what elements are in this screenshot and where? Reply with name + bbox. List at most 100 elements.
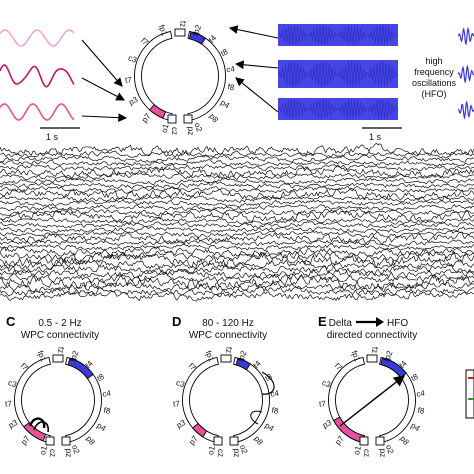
eeg-trace-17 (0, 217, 474, 225)
electrode-label-p7: p7 (333, 434, 346, 447)
electrode-label-p3: p3 (127, 95, 140, 107)
electrode-label-fz: fz (224, 347, 233, 353)
electrode-block-cz (167, 114, 177, 124)
electrode-label-p7: p7 (19, 434, 32, 447)
electrode-label-c4: c4 (270, 389, 280, 399)
panel-letter-d: D (172, 314, 181, 329)
electrode-label-o2: o2 (70, 444, 81, 456)
ring-highlight-left-1 (332, 416, 365, 444)
top-arrows (81, 25, 279, 123)
electrode-label-o1: o1 (38, 444, 49, 455)
eeg-trace-15 (0, 208, 474, 217)
electrode-block-fz (220, 354, 232, 363)
electrode-label-p8: p8 (84, 434, 97, 447)
pointer-arrow-1 (81, 39, 123, 87)
electrode-block-pz (229, 436, 239, 446)
hfo-right-waves (457, 26, 474, 120)
panel-d-title-2: WPC connectivity (189, 330, 267, 341)
electrode-label-cz: cz (216, 449, 225, 457)
electrode-label-p4: p4 (409, 421, 422, 434)
hfo-label-line-4: (HFO) (422, 89, 447, 99)
electrode-label-c3: c3 (127, 53, 139, 65)
connectivity-loop-c-2 (33, 421, 49, 433)
eeg-trace-12 (0, 195, 474, 204)
eeg-trace-32 (0, 281, 474, 294)
electrode-label-pz: pz (186, 127, 195, 135)
electrode-block-fz (174, 28, 186, 37)
electrode-block-cz (45, 436, 55, 446)
eeg-trace-27 (0, 259, 474, 271)
ring-arc-right (187, 30, 226, 122)
pointer-arrow-5 (234, 60, 279, 70)
electrode-label-fp2: fp2 (68, 349, 81, 363)
electrode-label-p3: p3 (175, 418, 188, 430)
hfo-wave-1 (457, 26, 474, 46)
electrode-block-fz (52, 354, 64, 363)
electrode-label-p3: p3 (7, 418, 20, 430)
electrode-label-f4: f4 (398, 359, 410, 370)
hfo-label: high frequency oscillations (HFO) (412, 56, 457, 99)
hfo-label-line-3: oscillations (412, 78, 457, 88)
panel-letter-c: C (6, 314, 16, 329)
electrode-label-t7: t7 (319, 399, 327, 408)
electrode-label-p8: p8 (207, 112, 220, 125)
eeg-trace-5 (0, 163, 474, 172)
hfo-wave-3 (457, 100, 474, 120)
panel-e-title-hfo: HFO (387, 318, 408, 329)
ring-arc-right (233, 356, 270, 444)
electrode-label-pz: pz (64, 449, 73, 457)
electrode-label-fz: fz (178, 21, 187, 27)
electrode-label-o1: o1 (160, 122, 171, 133)
electrode-label-p4: p4 (95, 421, 108, 434)
eeg-trace-18 (0, 220, 474, 229)
panel-d-title-1: 80 - 120 Hz (202, 318, 254, 329)
eeg-trace-10 (0, 185, 474, 194)
panel-c-title-2: WPC connectivity (21, 330, 99, 341)
ring-highlight-right-1 (235, 357, 251, 371)
electrode-label-f7: f7 (187, 361, 198, 372)
electrode-label-t8: t8 (95, 372, 106, 383)
electrode-block-pz (183, 114, 193, 124)
connectivity-loop-d-2 (250, 410, 263, 425)
electrode-label-t8: t8 (409, 372, 420, 383)
electrode-label-fp2: fp2 (191, 23, 204, 37)
pink-wave-2 (0, 64, 75, 88)
pink-wave-1 (0, 29, 75, 47)
electrode-label-f8: f8 (103, 406, 112, 416)
colorbar-fragment (465, 369, 474, 419)
panel-letter-e: E (318, 314, 327, 329)
eeg-trace-2 (0, 150, 474, 159)
electrode-label-f8: f8 (417, 406, 426, 416)
electrode-label-pz: pz (378, 449, 387, 457)
eeg-trace-21 (0, 231, 474, 246)
electrode-label-cz: cz (48, 449, 57, 457)
electrode-label-f8: f8 (227, 82, 236, 92)
electrode-label-fp2: fp2 (382, 349, 395, 363)
scale-bar-left-label: 1 s (46, 132, 59, 142)
ring-highlight-right-1 (188, 31, 207, 45)
electrode-label-c3: c3 (321, 378, 333, 390)
electrode-label-c4: c4 (226, 64, 236, 74)
electrode-label-c4: c4 (102, 389, 112, 399)
electrode-label-cz: cz (362, 449, 371, 457)
electrode-label-fp1: fp1 (157, 23, 170, 37)
eeg-trace-19 (0, 225, 474, 234)
electrode-block-pz (375, 436, 385, 446)
colorbar-green-tick (468, 398, 474, 400)
electrode-label-c4: c4 (416, 389, 426, 399)
electrode-label-p8: p8 (398, 434, 411, 447)
eeg-trace-1 (0, 142, 474, 158)
electrode-label-p4: p4 (263, 421, 276, 434)
panel-e-title-delta: Delta (329, 318, 353, 329)
ring-highlight-right-1 (67, 357, 94, 380)
hfo-bars (277, 24, 399, 120)
electrode-label-f4: f4 (207, 33, 219, 44)
electrode-label-c3: c3 (175, 378, 187, 390)
hfo-label-line-1: high (425, 56, 442, 66)
eeg-trace-4 (0, 159, 474, 167)
eeg-trace-11 (0, 187, 474, 201)
